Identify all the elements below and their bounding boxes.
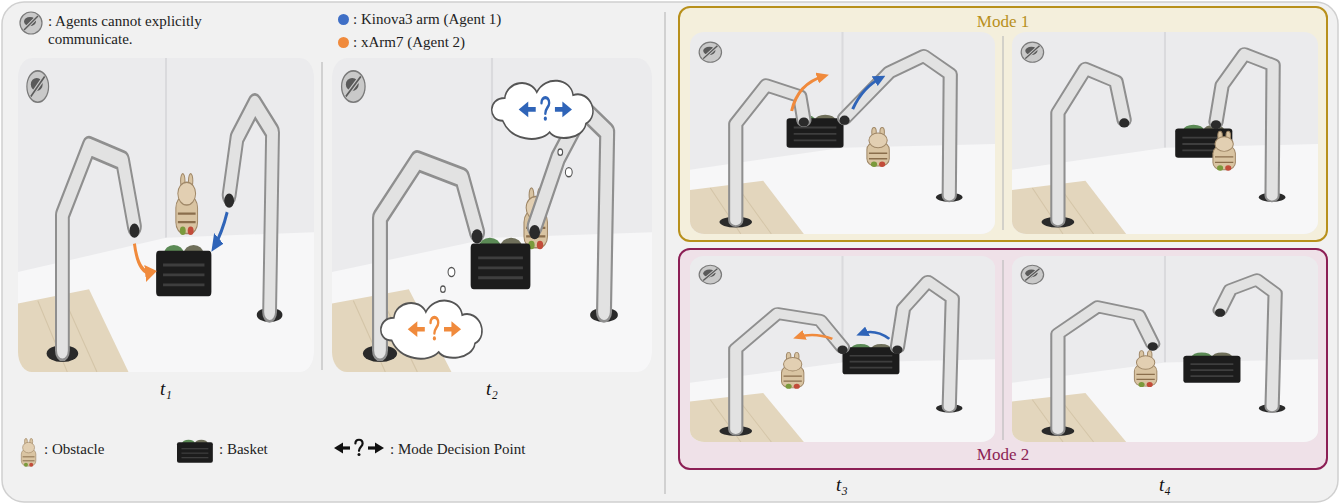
scene-photo — [690, 256, 995, 442]
legend-icon — [332, 438, 386, 458]
legend-text: : Mode Decision Point — [390, 440, 525, 458]
legend-item: : Kinova3 arm (Agent 1) — [338, 10, 638, 28]
mode-title: Mode 1 — [977, 12, 1029, 32]
legend-item: : xArm7 (Agent 2) — [338, 33, 638, 51]
scene-photo — [332, 58, 652, 372]
legend-swatch — [338, 14, 349, 25]
legend-text: : Kinova3 arm (Agent 1) — [353, 10, 501, 28]
divider-line — [321, 62, 322, 370]
mode-box: Mode 1 — [678, 6, 1328, 242]
time-step-label: t₄ — [1159, 474, 1171, 497]
mode-tint — [678, 6, 1328, 242]
legend-icon — [18, 438, 40, 468]
legend-item: : Obstacle — [18, 438, 158, 468]
time-step-label: t₂ — [486, 378, 498, 401]
legend-text: : xArm7 (Agent 2) — [353, 33, 465, 51]
legend-text: : Agents cannot explicitly communicate. — [48, 12, 258, 48]
time-step-label: t₃ — [836, 474, 848, 497]
legend-text: : Basket — [219, 440, 268, 458]
legend-icon — [175, 438, 215, 464]
scene-photo — [1012, 32, 1318, 234]
divider-line — [1002, 36, 1003, 230]
legend-item: : Mode Decision Point — [332, 438, 572, 458]
scene-photo — [1012, 256, 1318, 442]
divider-line — [1002, 260, 1003, 440]
legend-icon — [18, 10, 44, 36]
legend-text: : Obstacle — [44, 440, 104, 458]
scene-photo — [18, 58, 314, 372]
scene-photo — [690, 32, 995, 234]
legend-item: : Basket — [175, 438, 315, 464]
legend-swatch — [338, 37, 349, 48]
mode-box: Mode 2 — [678, 248, 1328, 470]
time-step-label: t₁ — [160, 378, 172, 401]
legend-item: : Agents cannot explicitly communicate. — [18, 10, 258, 48]
divider-line — [664, 12, 665, 494]
mode-tint — [678, 248, 1328, 470]
mode-title: Mode 2 — [977, 445, 1029, 465]
